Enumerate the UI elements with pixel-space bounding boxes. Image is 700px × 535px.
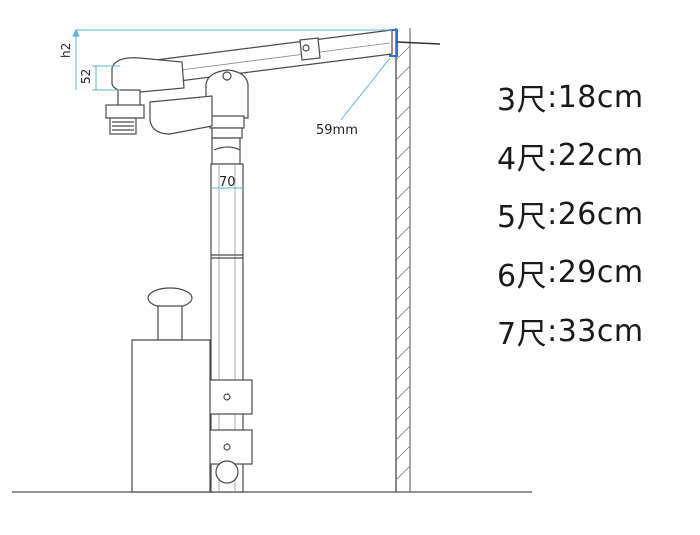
spec-list: 3尺:18cm 4尺:22cm 5尺:26cm 6尺:29cm 7尺:33cm xyxy=(497,68,644,361)
wall xyxy=(395,28,411,492)
elbow-joint xyxy=(149,69,249,165)
spec-value: 22cm xyxy=(557,138,644,174)
spec-sep: : xyxy=(547,79,558,115)
spec-size: 7尺 xyxy=(497,317,548,353)
spec-row: 4尺:22cm xyxy=(497,127,644,186)
dim-h2 xyxy=(72,28,392,90)
spec-value: 26cm xyxy=(557,196,644,232)
spout-head xyxy=(105,57,185,135)
spec-size: 6尺 xyxy=(497,258,548,294)
dim-52 xyxy=(92,65,120,91)
spec-row: 6尺:29cm xyxy=(497,244,644,303)
spec-value: 29cm xyxy=(557,255,644,291)
spec-sep: : xyxy=(547,196,558,232)
dim-52-label: 52 xyxy=(79,69,93,84)
dim-70-label: 70 xyxy=(219,175,236,190)
spec-value: 18cm xyxy=(557,79,644,115)
spec-sep: : xyxy=(547,255,558,291)
spec-size: 3尺 xyxy=(497,83,548,119)
dim-59mm-label: 59mm xyxy=(316,123,358,138)
spec-size: 4尺 xyxy=(497,141,548,177)
spec-row: 7尺:33cm xyxy=(497,302,644,361)
dim-h2-label: h2 xyxy=(59,43,73,58)
spec-row: 5尺:26cm xyxy=(497,185,644,244)
standpipe xyxy=(131,287,211,493)
spec-size: 5尺 xyxy=(497,200,548,236)
spec-value: 33cm xyxy=(557,313,644,349)
spec-row: 3尺:18cm xyxy=(497,68,644,127)
spec-sep: : xyxy=(547,313,558,349)
spec-sep: : xyxy=(547,138,558,174)
